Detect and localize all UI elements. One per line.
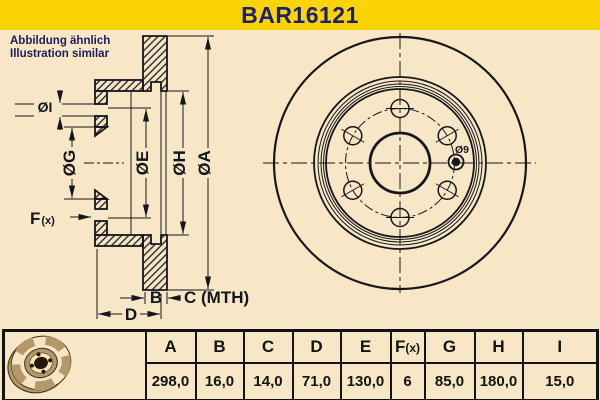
label-C-MTH: C (MTH): [184, 288, 249, 307]
hat-wall-bottom-section: [94, 234, 144, 247]
section-hatched-body: [94, 35, 168, 291]
table-value-I: 15,0: [521, 362, 599, 400]
section-view: ØI ØG ØE ØH ØA F(x) B C (MTH) D: [15, 35, 249, 324]
bore-chamfer-top: [94, 126, 110, 138]
table-header-H: H: [473, 329, 524, 365]
table-value-E: 130,0: [339, 362, 392, 400]
label-dia-A: ØA: [195, 150, 214, 176]
label-dia-I: ØI: [38, 99, 53, 115]
disc-icon-cell: [2, 329, 147, 400]
front-view: Ø9: [263, 33, 536, 293]
hat-ring-circle: [317, 80, 483, 246]
dim-B: [120, 292, 181, 304]
table-header-B: B: [194, 329, 245, 365]
dim-I: [15, 90, 95, 130]
note-line-en: Illustration similar: [10, 48, 110, 60]
hat-ring-circle: [323, 86, 477, 240]
table-value-B: 16,0: [194, 362, 245, 400]
label-dia-9: Ø9: [455, 144, 469, 156]
dim-G: [64, 126, 94, 200]
label-D: D: [125, 305, 137, 324]
flange-segment: [94, 115, 108, 128]
hat-ring-circle: [325, 88, 475, 238]
page-title: BAR16121: [241, 2, 359, 28]
label-F: F(x): [30, 209, 55, 228]
dim-E: [108, 107, 151, 219]
table-header-E: E: [339, 329, 392, 365]
friction-ring-top-section: [142, 35, 168, 92]
table-header-A: A: [144, 329, 197, 365]
dimension-table: A B C D E F(x) G H I 298,0 16,0 14,0 71,…: [2, 329, 599, 400]
center-bore-circle: [368, 131, 432, 195]
table-value-A: 298,0: [144, 362, 197, 400]
table-value-Fx: 6: [389, 362, 426, 400]
friction-ring-bottom-section: [142, 234, 168, 291]
table-header-Fx: F(x): [389, 329, 426, 365]
brake-disc-icon: [7, 335, 72, 394]
label-B: B: [150, 288, 162, 307]
title-band: BAR16121: [0, 0, 600, 30]
dim-D: [96, 249, 162, 319]
note-line-de: Abbildung ähnlich: [10, 35, 111, 47]
table-value-H: 180,0: [473, 362, 524, 400]
hat-ring-circle: [320, 83, 480, 243]
brake-disc-technical-drawing: ØI ØG ØE ØH ØA F(x) B C (MTH) D: [15, 33, 536, 324]
table-header-G: G: [423, 329, 476, 365]
flange-segment: [94, 90, 108, 105]
label-dia-G: ØG: [60, 150, 79, 176]
locating-hole-9mm: Ø9: [447, 144, 469, 171]
hat-wall-top-section: [94, 79, 144, 92]
bore-chamfer-bottom: [94, 188, 110, 200]
dim-A: [168, 35, 214, 291]
label-dia-H: ØH: [170, 150, 189, 176]
table-value-G: 85,0: [423, 362, 476, 400]
illustration-note: Abbildung ähnlich Illustration similar: [10, 35, 110, 61]
table-header-I: I: [521, 329, 599, 365]
outer-diameter-circle: [272, 35, 528, 291]
flange-segment: [94, 198, 108, 210]
dim-H: [168, 90, 189, 236]
table-header-D: D: [291, 329, 342, 365]
label-dia-E: ØE: [133, 151, 152, 176]
table-value-D: 71,0: [291, 362, 342, 400]
table-header-C: C: [242, 329, 294, 365]
table-value-C: 14,0: [242, 362, 294, 400]
hat-ring-circle: [313, 76, 487, 250]
flange-segment: [94, 220, 108, 236]
bolt-holes: [341, 98, 459, 228]
